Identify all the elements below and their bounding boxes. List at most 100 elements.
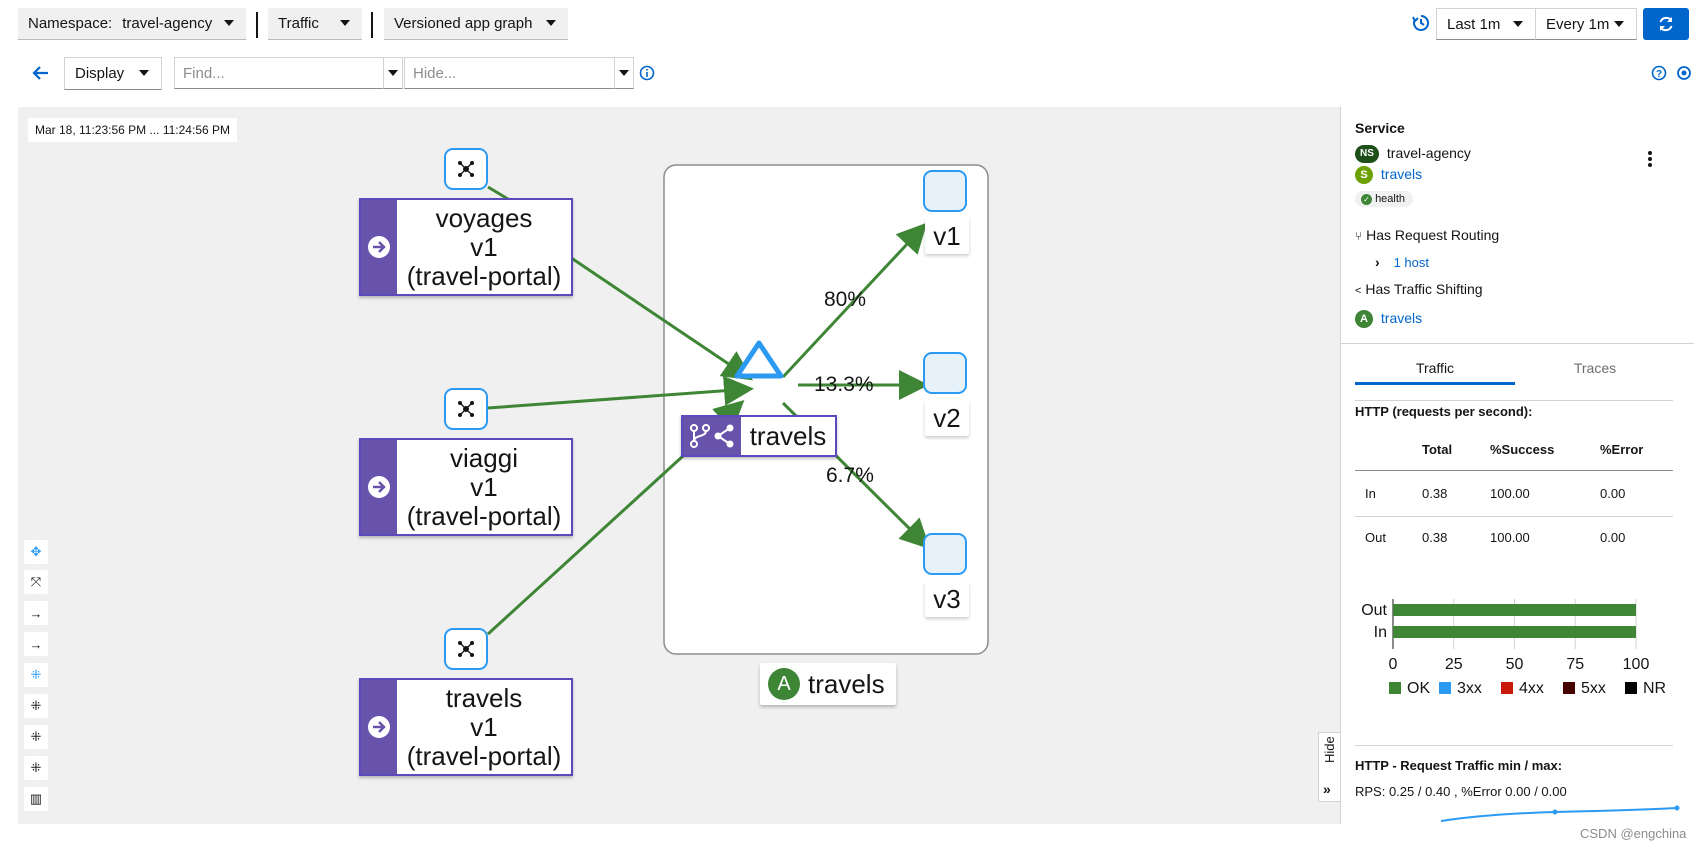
side-panel: Service NS travel-agency S travels ✓ hea… xyxy=(1340,107,1694,824)
namespace-label: Namespace: xyxy=(28,15,113,32)
hide-panel-tab[interactable]: Hide » xyxy=(1318,732,1340,802)
tab-traces[interactable]: Traces xyxy=(1515,355,1675,385)
hide-options-button[interactable] xyxy=(614,57,634,89)
history-icon xyxy=(1412,14,1430,31)
graph-type-label: Versioned app graph xyxy=(394,15,533,32)
svc-badge: S xyxy=(1355,166,1373,185)
v2-node xyxy=(923,352,967,394)
refresh-interval-label: Every 1m xyxy=(1546,15,1610,33)
chevron-down-icon xyxy=(619,70,629,76)
app-row: A travels xyxy=(1355,310,1423,329)
x-tick-label: 25 xyxy=(1445,656,1463,673)
refresh-interval-dropdown[interactable]: Every 1m xyxy=(1535,8,1637,40)
move-icon[interactable]: ✥ xyxy=(24,540,48,564)
display-dropdown[interactable]: Display xyxy=(64,57,162,90)
share-icon: < xyxy=(1355,285,1362,297)
row-in-total: 0.38 xyxy=(1422,486,1448,501)
minmax-title: HTTP - Request Traffic min / max: xyxy=(1355,758,1563,773)
help-icon[interactable]: ? xyxy=(1651,65,1667,81)
layout-default-icon[interactable]: ⁜ xyxy=(24,663,48,687)
workload-entry-badge xyxy=(361,440,397,534)
graph-edges xyxy=(444,148,989,670)
app-link[interactable]: travels xyxy=(1380,310,1423,326)
source-node-viaggi[interactable]: viaggi v1 (travel-portal) xyxy=(359,438,573,536)
back-arrow-icon[interactable] xyxy=(32,65,50,81)
legend-swatch-ok xyxy=(1389,682,1401,694)
graph-type-dropdown[interactable]: Versioned app graph xyxy=(384,8,568,40)
chevron-down-icon xyxy=(546,20,556,26)
node-version: v1 xyxy=(470,712,498,742)
row-out-success: 100.00 xyxy=(1490,530,1530,545)
source-node-travels[interactable]: travels v1 (travel-portal) xyxy=(359,678,573,776)
footer-watermark: CSDN @engchina xyxy=(1580,826,1687,841)
traffic-label: Traffic xyxy=(278,15,319,32)
zoom-out-icon[interactable]: → xyxy=(24,632,48,656)
share-icon xyxy=(714,424,734,448)
tab-traces-label: Traces xyxy=(1573,360,1617,376)
chevron-down-icon xyxy=(139,70,149,76)
header-error: %Error xyxy=(1600,442,1644,457)
hide-input[interactable]: Hide... xyxy=(404,57,615,89)
layout-3-icon[interactable]: ⁜ xyxy=(24,756,48,780)
divider xyxy=(1355,745,1673,746)
http-title: HTTP (requests per second): xyxy=(1355,404,1533,419)
edge-label-v3: 6.7% xyxy=(826,464,874,487)
bar-ok-in xyxy=(1393,626,1636,638)
edge-viaggi xyxy=(487,375,754,410)
layout-2-icon[interactable]: ⁜ xyxy=(24,725,48,749)
graph-canvas[interactable]: Mar 18, 11:23:56 PM ... 11:24:56 PM xyxy=(18,107,1340,824)
minmax-values: RPS: 0.25 / 0.40 , %Error 0.00 / 0.00 xyxy=(1355,784,1567,799)
tab-traffic[interactable]: Traffic xyxy=(1355,355,1515,385)
namespace-row: NS travel-agency xyxy=(1355,145,1471,164)
zoom-in-icon[interactable]: → xyxy=(24,601,48,625)
layout-1-icon[interactable]: ⁜ xyxy=(24,694,48,718)
find-input[interactable]: Find... xyxy=(174,57,384,89)
traffic-dropdown[interactable]: Traffic xyxy=(268,8,362,40)
tab-traffic-label: Traffic xyxy=(1415,360,1455,376)
y-category-label: In xyxy=(1374,624,1387,641)
info-icon[interactable] xyxy=(639,65,655,81)
version-label-v2: v2 xyxy=(925,400,969,436)
svg-text:?: ? xyxy=(1656,69,1662,80)
edge-voyages xyxy=(554,245,753,381)
legend-map-icon[interactable]: ▥ xyxy=(24,787,48,811)
ns-badge: NS xyxy=(1355,145,1379,164)
check-circle-icon: ✓ xyxy=(1361,193,1372,205)
node-version: v1 xyxy=(470,472,498,502)
svc-link[interactable]: travels xyxy=(1380,166,1423,182)
legend-swatch-5xx xyxy=(1563,682,1575,694)
service-badges xyxy=(683,417,741,455)
row-in-success: 100.00 xyxy=(1490,486,1530,501)
service-triangle xyxy=(734,340,784,379)
fit-screen-icon[interactable]: ⤧ xyxy=(24,570,48,594)
app-box-label[interactable]: A travels xyxy=(760,663,896,705)
edge-v1 xyxy=(781,222,928,379)
edge-label-v1: 80% xyxy=(824,288,867,311)
host-row[interactable]: › 1 host xyxy=(1375,254,1429,270)
service-node-name: travels xyxy=(749,421,827,451)
host-link[interactable]: 1 host xyxy=(1393,255,1429,270)
node-name: travels xyxy=(445,683,523,713)
namespace-dropdown[interactable]: Namespace: travel-agency xyxy=(18,8,246,40)
find-options-button[interactable] xyxy=(383,57,403,89)
workload-entry-badge xyxy=(361,680,397,774)
routing-branch-icon xyxy=(690,424,710,448)
refresh-button[interactable] xyxy=(1643,8,1689,40)
source-node-voyages[interactable]: voyages v1 (travel-portal) xyxy=(359,198,573,296)
kebab-menu-icon[interactable] xyxy=(1647,150,1653,168)
source-node-text: travels v1 (travel-portal) xyxy=(397,680,571,774)
bar-ok-out xyxy=(1393,604,1636,616)
y-category-label: Out xyxy=(1361,602,1387,619)
arrow-right-circle-icon xyxy=(368,236,390,258)
row-out-total: 0.38 xyxy=(1422,530,1448,545)
node-namespace: (travel-portal) xyxy=(406,741,562,771)
health-badge: ✓ health xyxy=(1355,191,1414,207)
double-chevron-right-icon: » xyxy=(1323,781,1331,797)
shifting-label: Has Traffic Shifting xyxy=(1365,281,1483,297)
arrow-right-circle-icon xyxy=(368,476,390,498)
graph-settings-icon[interactable] xyxy=(1675,64,1693,82)
service-node-travels[interactable]: travels xyxy=(681,415,837,457)
version-label-v1: v1 xyxy=(925,218,969,254)
legend-swatch-3xx xyxy=(1439,682,1451,694)
time-range-dropdown[interactable]: Last 1m xyxy=(1436,8,1536,40)
